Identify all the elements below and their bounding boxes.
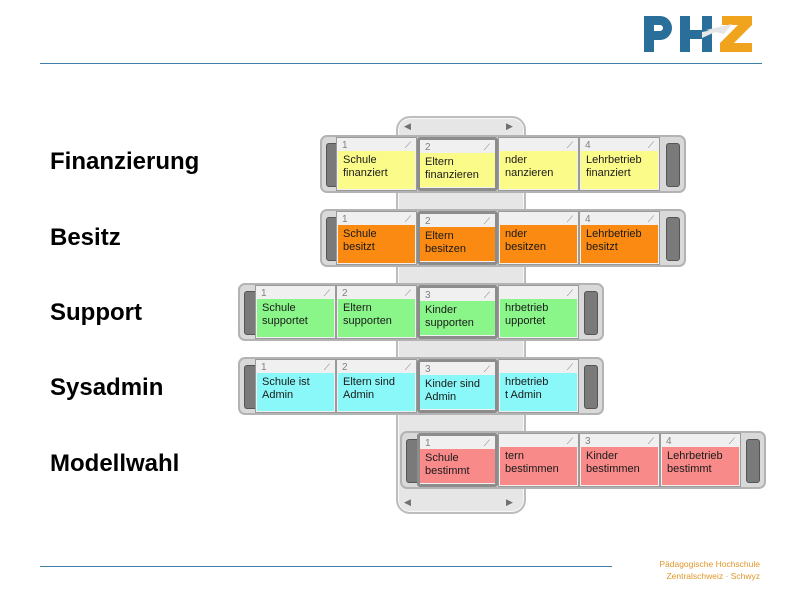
option-cell[interactable]: ⟋nder nanzieren <box>498 137 579 191</box>
pin-icon[interactable]: ⟋ <box>566 288 573 298</box>
option-cell[interactable]: 1 ⟋Schule besitzt <box>336 211 417 265</box>
option-cell[interactable]: ⟋tern bestimmen <box>498 433 579 487</box>
option-text: Lehrbetrieb finanziert <box>581 151 658 189</box>
option-cell[interactable]: 2 ⟋Eltern besitzen <box>417 211 498 265</box>
option-number: 1 <box>261 362 267 373</box>
pin-icon[interactable]: ⟋ <box>483 438 490 448</box>
option-text: Kinder sind Admin <box>420 375 495 409</box>
track-end-cap <box>746 439 760 483</box>
footer-line-2: Zentralschweiz · Schwyz <box>666 571 760 581</box>
top-divider <box>40 63 762 64</box>
frame-arrow-left-icon: ◀ <box>404 121 411 131</box>
option-text: Schule supportet <box>257 299 334 337</box>
track-end-cap <box>666 217 680 261</box>
option-text: nder besitzen <box>500 225 577 263</box>
option-cell[interactable]: 4 ⟋Lehrbetrieb bestimmt <box>660 433 741 487</box>
track-end-cap <box>666 143 680 187</box>
option-text: Eltern supporten <box>338 299 415 337</box>
footer-brand: Pädagogische Hochschule Zentralschweiz ·… <box>659 558 760 582</box>
pin-icon[interactable]: ⟋ <box>483 290 490 300</box>
option-cell[interactable]: 3 ⟋Kinder supporten <box>417 285 498 339</box>
pin-icon[interactable]: ⟋ <box>647 140 654 150</box>
track-end-cap <box>584 365 598 409</box>
row-label-modellwahl: Modellwahl <box>50 450 180 477</box>
option-number: 1 <box>425 438 431 449</box>
option-cell[interactable]: 1 ⟋Schule supportet <box>255 285 336 339</box>
pin-icon[interactable]: ⟋ <box>566 140 573 150</box>
pin-icon[interactable]: ⟋ <box>566 436 573 446</box>
option-number: 2 <box>425 216 431 227</box>
option-number: 3 <box>585 436 591 447</box>
option-number: 3 <box>425 364 431 375</box>
pin-icon[interactable]: ⟋ <box>404 214 411 224</box>
option-text: Eltern sind Admin <box>338 373 415 411</box>
option-text: nder nanzieren <box>500 151 577 189</box>
option-number: 2 <box>342 362 348 373</box>
option-number: 4 <box>585 214 591 225</box>
option-cell[interactable]: 2 ⟋Eltern finanzieren <box>417 137 498 191</box>
pin-icon[interactable]: ⟋ <box>404 362 411 372</box>
option-cell[interactable]: 4 ⟋Lehrbetrieb finanziert <box>579 137 660 191</box>
pin-icon[interactable]: ⟋ <box>323 362 330 372</box>
option-text: Schule ist Admin <box>257 373 334 411</box>
option-cell[interactable]: 2 ⟋Eltern sind Admin <box>336 359 417 413</box>
option-number: 4 <box>666 436 672 447</box>
option-cell[interactable]: 1 ⟋Schule bestimmt <box>417 433 498 487</box>
pin-icon[interactable]: ⟋ <box>647 214 654 224</box>
frame-arrow-right-icon: ▶ <box>506 121 513 131</box>
row-label-finanzierung: Finanzierung <box>50 148 200 175</box>
row-label-besitz: Besitz <box>50 224 121 251</box>
option-cell[interactable]: 3 ⟋Kinder bestimmen <box>579 433 660 487</box>
option-cell[interactable]: ⟋hrbetrieb t Admin <box>498 359 579 413</box>
pin-icon[interactable]: ⟋ <box>566 214 573 224</box>
pin-icon[interactable]: ⟋ <box>483 216 490 226</box>
option-text: Eltern besitzen <box>420 227 495 261</box>
option-text: Eltern finanzieren <box>420 153 495 187</box>
pin-icon[interactable]: ⟋ <box>483 364 490 374</box>
pin-icon[interactable]: ⟋ <box>566 362 573 372</box>
option-text: Schule bestimmt <box>420 449 495 483</box>
option-text: Kinder supporten <box>420 301 495 335</box>
option-cell[interactable]: 1 ⟋Schule finanziert <box>336 137 417 191</box>
option-text: hrbetrieb upportet <box>500 299 577 337</box>
track-end-cap <box>584 291 598 335</box>
pin-icon[interactable]: ⟋ <box>483 142 490 152</box>
option-number: 2 <box>342 288 348 299</box>
frame-arrow-left-icon: ◀ <box>404 497 411 507</box>
footer-line-1: Pädagogische Hochschule <box>659 559 760 569</box>
pin-icon[interactable]: ⟋ <box>323 288 330 298</box>
option-cell[interactable]: 1 ⟋Schule ist Admin <box>255 359 336 413</box>
option-text: Lehrbetrieb besitzt <box>581 225 658 263</box>
frame-arrow-right-icon: ▶ <box>506 497 513 507</box>
pin-icon[interactable]: ⟋ <box>647 436 654 446</box>
option-text: Lehrbetrieb bestimmt <box>662 447 739 485</box>
pin-icon[interactable]: ⟋ <box>404 288 411 298</box>
phz-logo <box>644 16 752 52</box>
option-text: hrbetrieb t Admin <box>500 373 577 411</box>
pin-icon[interactable]: ⟋ <box>404 140 411 150</box>
option-cell[interactable]: 4 ⟋Lehrbetrieb besitzt <box>579 211 660 265</box>
option-number: 1 <box>342 214 348 225</box>
option-number: 2 <box>425 142 431 153</box>
bottom-divider <box>40 566 612 567</box>
option-number: 4 <box>585 140 591 151</box>
row-label-sysadmin: Sysadmin <box>50 374 164 401</box>
option-text: Kinder bestimmen <box>581 447 658 485</box>
option-number: 1 <box>261 288 267 299</box>
pin-icon[interactable]: ⟋ <box>728 436 735 446</box>
option-number: 3 <box>425 290 431 301</box>
option-cell[interactable]: ⟋hrbetrieb upportet <box>498 285 579 339</box>
option-cell[interactable]: 3 ⟋Kinder sind Admin <box>417 359 498 413</box>
option-text: Schule finanziert <box>338 151 415 189</box>
option-text: tern bestimmen <box>500 447 577 485</box>
row-label-support: Support <box>50 299 142 326</box>
option-text: Schule besitzt <box>338 225 415 263</box>
option-cell[interactable]: ⟋nder besitzen <box>498 211 579 265</box>
option-cell[interactable]: 2 ⟋Eltern supporten <box>336 285 417 339</box>
option-number: 1 <box>342 140 348 151</box>
